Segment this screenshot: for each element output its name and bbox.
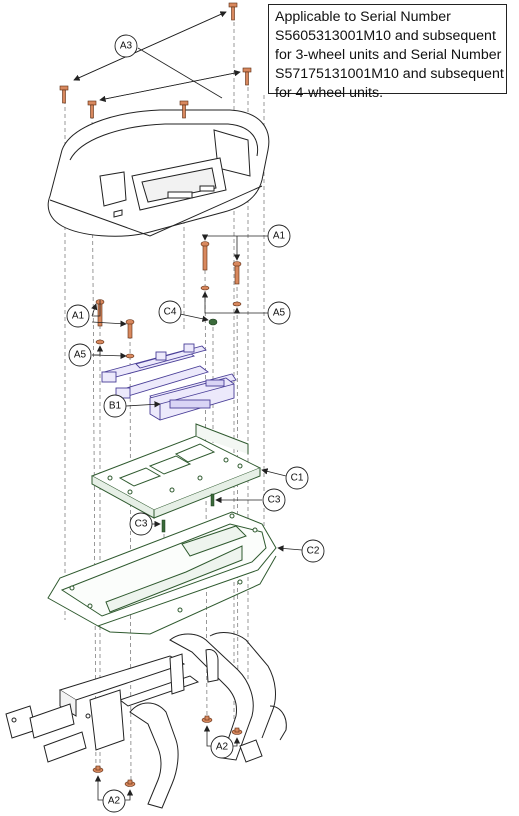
callout-a5-right-label: A5 [273, 308, 286, 319]
screw-a3-2 [242, 67, 252, 86]
callout-c3-right: C3 [262, 488, 286, 512]
tray-c2 [47, 511, 277, 635]
note-line-5: for 4-wheel units. [275, 85, 384, 101]
callouts: A3 A1 A1 A5 A5 C4 B1 C1 C3 C3 C2 A2 A2 [66, 34, 325, 813]
callout-a2-right: A2 [210, 735, 234, 759]
bolts-a1-left [95, 299, 135, 339]
bolt-a1-l2 [125, 319, 135, 339]
washers-a5-left [95, 339, 135, 359]
callout-a5-left-label: A5 [74, 350, 87, 361]
b1-leader [125, 401, 161, 408]
screw-a3-1 [228, 2, 238, 21]
washers-a5-right [200, 285, 242, 307]
callout-b1-label: B1 [109, 401, 122, 412]
c2-leader [277, 545, 303, 552]
callout-a3-label: A3 [120, 41, 133, 52]
screw-a3-3 [59, 85, 69, 104]
stud-c3-right [210, 493, 262, 507]
callout-a1-right: A1 [267, 224, 291, 248]
a5-right-leader [201, 291, 268, 314]
note-line-2: S5605313001M10 and subsequent [275, 28, 496, 44]
controller-b1 [101, 343, 237, 421]
a1-right-leader [201, 234, 268, 261]
c1-leader [261, 468, 287, 477]
callout-a3: A3 [114, 34, 138, 58]
a2-leaders [94, 725, 241, 801]
bolt-a1-r1 [200, 241, 210, 271]
note-line-3: for 3-wheel units and Serial Number [275, 47, 502, 63]
screw-a3-4 [87, 100, 97, 119]
callout-a1-left-label: A1 [72, 311, 85, 322]
callout-a2-bottom-label: A2 [108, 796, 121, 807]
callout-c4-label: C4 [164, 307, 177, 318]
a3-leader-lines [73, 11, 241, 103]
note-line-4: S57175131001M10 and subsequent [275, 66, 504, 82]
callout-a2-bottom: A2 [102, 789, 126, 813]
a5-left-leader [91, 345, 127, 360]
spacer-c4 [179, 313, 218, 326]
scooter-frame [5, 632, 287, 809]
screws-a3 [59, 2, 252, 119]
callout-a5-left: A5 [68, 343, 92, 367]
serial-number-note: Applicable to Serial Number S5605313001M… [268, 4, 507, 101]
bolts-a2 [92, 715, 243, 787]
callout-c3-left: C3 [129, 512, 153, 536]
seat-base-shroud [47, 109, 270, 237]
callout-a1-right-label: A1 [273, 231, 286, 242]
mounting-plate-c1 [90, 423, 262, 519]
stud-c3-left [152, 519, 166, 533]
callout-c1-label: C1 [291, 473, 304, 484]
callout-c1: C1 [285, 466, 309, 490]
screw-a3-5 [179, 100, 189, 119]
callout-c3-left-label: C3 [135, 519, 148, 530]
a1-left-leader [91, 300, 127, 327]
bolts-a1-right [200, 241, 242, 285]
note-line-1: Applicable to Serial Number [275, 9, 451, 25]
callout-a1-left: A1 [66, 304, 90, 328]
callout-c2-label: C2 [307, 546, 320, 557]
callout-b1: B1 [103, 394, 127, 418]
callout-c2: C2 [301, 539, 325, 563]
callout-c4: C4 [158, 300, 182, 324]
callout-a5-right: A5 [267, 301, 291, 325]
bolt-a1-r2 [232, 261, 242, 285]
callout-a2-right-label: A2 [216, 742, 229, 753]
callout-c3-right-label: C3 [268, 495, 281, 506]
